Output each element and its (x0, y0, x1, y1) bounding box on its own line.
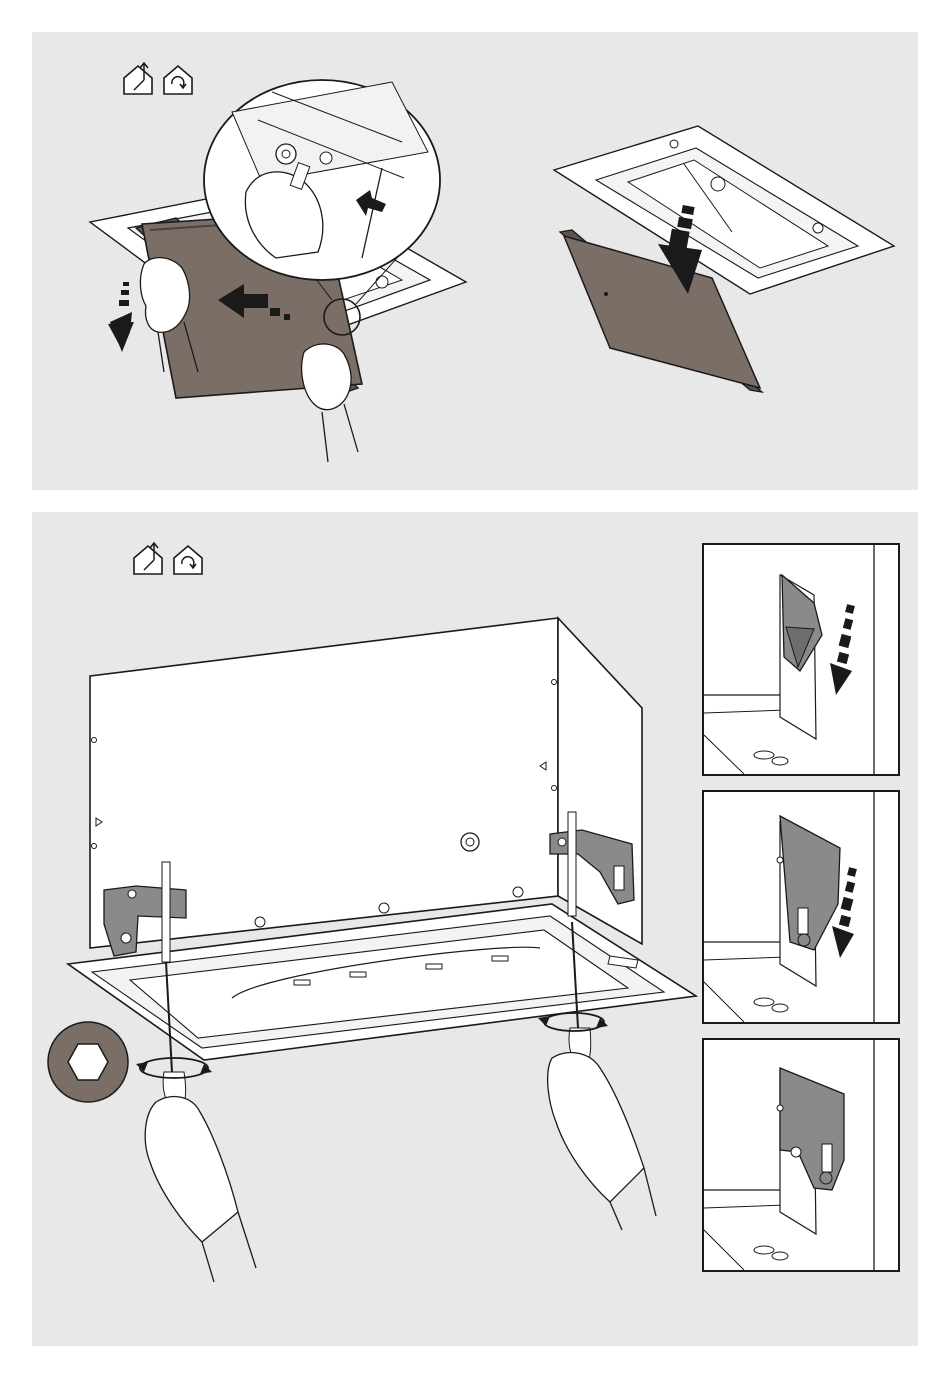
house-recirculation-icon (174, 546, 202, 574)
bracket-detail-1 (704, 545, 898, 774)
detail-inset-bracket-3 (702, 1038, 900, 1272)
bracket-detail-3 (704, 1040, 898, 1270)
hand-lower-right (548, 1053, 656, 1230)
house-out-arrow-icon (124, 63, 152, 94)
slide-down-arrow-1 (830, 604, 855, 695)
detail-inset-bracket-1 (702, 543, 900, 776)
detail-inset-bracket-2 (702, 790, 900, 1024)
bracket-detail-2 (704, 792, 898, 1022)
hex-socket-icon (48, 1022, 128, 1102)
filter-removal-illustration (32, 32, 918, 490)
house-out-arrow-icon (134, 543, 162, 574)
step-panel-unit-installation (32, 512, 918, 1346)
step-panel-filter-removal (32, 32, 918, 490)
house-recirculation-icon (164, 66, 192, 94)
pull-down-arrow-left (108, 282, 134, 352)
hand-lower-left (145, 1097, 256, 1282)
